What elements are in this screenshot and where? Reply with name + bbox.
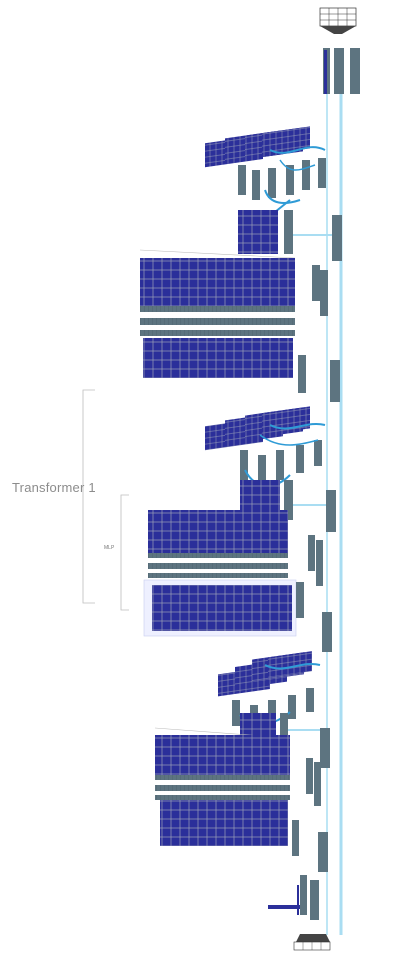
mlp-block-2 bbox=[144, 510, 332, 652]
transformer-bracket bbox=[83, 390, 95, 603]
output-bar bbox=[324, 50, 327, 94]
residual-vector-2 bbox=[326, 490, 336, 532]
mlp-block-1 bbox=[140, 250, 340, 402]
output-vector-c bbox=[350, 48, 360, 94]
attention-heads-block-2 bbox=[205, 406, 325, 485]
input-embedding bbox=[268, 875, 319, 920]
mlp-block-3 bbox=[155, 728, 328, 872]
mlp-label: MLP bbox=[104, 545, 114, 551]
attention-projection-block-1 bbox=[238, 210, 278, 254]
attention-out-vector-1 bbox=[284, 210, 293, 254]
residual-vector-3 bbox=[320, 728, 330, 768]
mlp-bracket bbox=[121, 495, 129, 610]
residual-vector-1 bbox=[332, 215, 342, 261]
token-input-icon bbox=[294, 934, 330, 950]
output-vector-b bbox=[334, 48, 344, 94]
attention-heads-block-1 bbox=[205, 126, 326, 212]
embedding-table-icon bbox=[320, 8, 356, 34]
transformer-label: Transformer 1 bbox=[12, 480, 96, 495]
